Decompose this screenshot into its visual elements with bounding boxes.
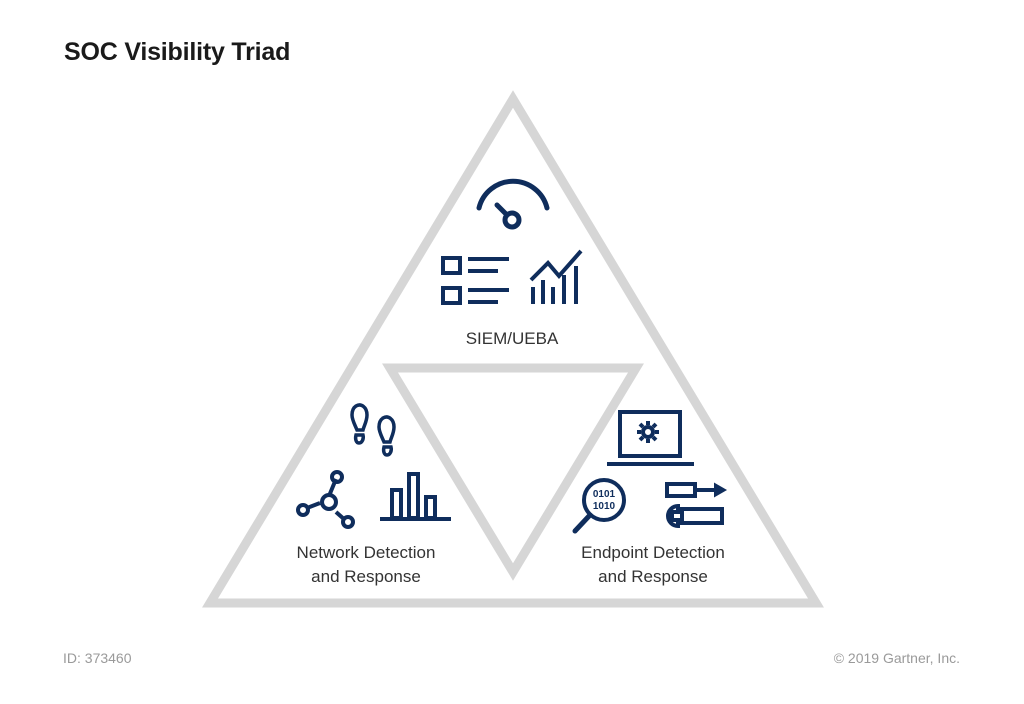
tools-icon xyxy=(665,482,728,529)
ndr-label-line2: and Response xyxy=(311,567,421,586)
binary-search-icon: 0101 1010 xyxy=(572,478,626,534)
trend-chart-icon xyxy=(529,249,583,304)
laptop-gear-icon xyxy=(607,410,694,466)
copyright-notice: © 2019 Gartner, Inc. xyxy=(833,650,960,666)
outer-triangle xyxy=(202,90,824,608)
ndr-label: Network Detection and Response xyxy=(266,541,466,589)
ndr-label-line1: Network Detection xyxy=(296,543,436,562)
document-id: ID: 373460 xyxy=(63,650,132,666)
footprints-icon xyxy=(350,403,396,457)
edr-label: Endpoint Detection and Response xyxy=(553,541,753,589)
network-nodes-icon xyxy=(296,470,355,529)
page-title: SOC Visibility Triad xyxy=(64,38,291,66)
binary-text-1: 0101 xyxy=(593,489,616,500)
edr-label-line2: and Response xyxy=(598,567,708,586)
edr-label-line1: Endpoint Detection xyxy=(581,543,725,562)
binary-text-2: 1010 xyxy=(593,501,616,512)
inner-triangle xyxy=(382,363,644,581)
siem-ueba-label: SIEM/UEBA xyxy=(465,329,559,348)
gauge-icon xyxy=(476,178,550,230)
checklist-icon xyxy=(441,256,509,305)
bar-chart-icon xyxy=(380,472,451,521)
